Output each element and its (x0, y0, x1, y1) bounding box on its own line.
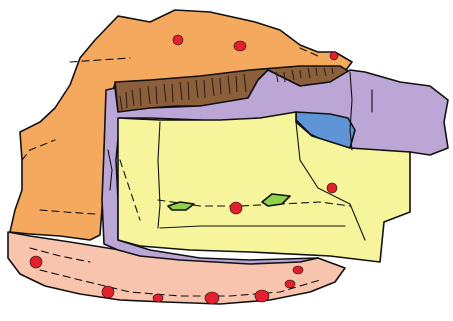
red-spot (205, 292, 219, 304)
red-spot (30, 256, 42, 268)
red-spot (255, 290, 269, 302)
red-spot (234, 41, 246, 51)
red-spot (153, 294, 163, 302)
red-spot (173, 35, 183, 45)
red-spot (230, 202, 242, 214)
red-spot (102, 286, 114, 298)
red-spot (327, 183, 337, 193)
red-spot (293, 266, 303, 274)
red-spot (330, 52, 338, 60)
red-spot (285, 280, 295, 288)
